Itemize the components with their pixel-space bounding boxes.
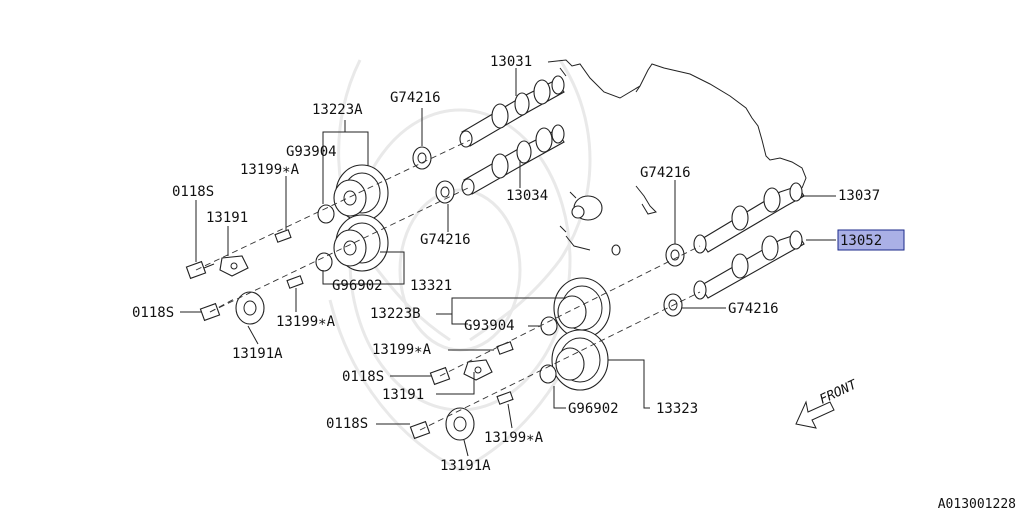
o-ring-g96902-low — [539, 364, 557, 384]
label-G74216-top[interactable]: G74216 — [390, 90, 441, 106]
label-G96902-top[interactable]: G96902 — [332, 278, 383, 294]
label-G96902-low[interactable]: G96902 — [568, 401, 619, 417]
sprocket-13323 — [551, 329, 609, 391]
oil-seal-upper-1 — [412, 146, 432, 170]
label-G93904-top[interactable]: G93904 — [286, 144, 337, 160]
sprocket-13223A — [333, 164, 389, 222]
plate-13191-2 — [463, 359, 493, 381]
camshaft-13031 — [459, 75, 565, 148]
label-13191-2[interactable]: 13191 — [382, 387, 424, 403]
bolt-13199A-1 — [274, 229, 292, 243]
label-13037[interactable]: 13037 — [838, 188, 880, 204]
highlight-13052 — [837, 229, 905, 251]
o-ring-g93904-top — [317, 204, 335, 224]
label-13031[interactable]: 13031 — [490, 54, 532, 70]
plate-13191-1 — [219, 255, 249, 277]
sprocket-13321 — [333, 214, 389, 272]
bolt-0118S-1 — [185, 260, 215, 280]
oil-seal-upper-2 — [435, 180, 455, 204]
o-ring-g96902-top — [315, 252, 333, 272]
small-parts-center — [559, 185, 657, 256]
oil-seal-right-1 — [665, 243, 685, 267]
camshaft-13052 — [693, 230, 805, 300]
assembly-axes — [195, 139, 701, 431]
label-0118S-3[interactable]: 0118S — [342, 369, 384, 385]
label-G74216-mid[interactable]: G74216 — [420, 232, 471, 248]
plate-13191A-2 — [445, 407, 475, 441]
part-labels: 13031 13223A G74216 G93904 13199∗A 0118S… — [132, 54, 882, 474]
leader-lines — [180, 68, 836, 457]
o-ring-g93904-low — [540, 316, 558, 336]
cylinder-head-outline — [547, 59, 807, 189]
label-13223A[interactable]: 13223A — [312, 102, 363, 118]
bolt-13199A-4 — [496, 391, 514, 405]
label-0118S-2[interactable]: 0118S — [132, 305, 174, 321]
sprocket-13223B — [553, 277, 611, 339]
bolt-13199A-2 — [286, 275, 304, 289]
label-0118S-4[interactable]: 0118S — [326, 416, 368, 432]
label-13191-1[interactable]: 13191 — [206, 210, 248, 226]
label-13052[interactable]: 13052 — [840, 233, 882, 249]
label-G74216-low[interactable]: G74216 — [728, 301, 779, 317]
label-13034[interactable]: 13034 — [506, 188, 548, 204]
diagram-id: A013001228 — [938, 497, 1016, 512]
front-arrow: FRONT — [795, 377, 860, 429]
label-13321[interactable]: 13321 — [410, 278, 452, 294]
label-13199A-2[interactable]: 13199∗A — [276, 314, 336, 330]
label-0118S-1[interactable]: 0118S — [172, 184, 214, 200]
camshaft-13037 — [693, 182, 805, 254]
label-13199A-top[interactable]: 13199∗A — [240, 162, 300, 178]
label-G74216-right[interactable]: G74216 — [640, 165, 691, 181]
plate-13191A-1 — [235, 291, 265, 325]
label-13199A-4[interactable]: 13199∗A — [484, 430, 544, 446]
front-label: FRONT — [817, 377, 860, 408]
label-13323[interactable]: 13323 — [656, 401, 698, 417]
label-13223B[interactable]: 13223B — [370, 306, 421, 322]
label-13191A-1[interactable]: 13191A — [232, 346, 283, 362]
label-G93904-low[interactable]: G93904 — [464, 318, 515, 334]
label-13191A-2[interactable]: 13191A — [440, 458, 491, 474]
camshaft-13034 — [461, 124, 565, 196]
label-13199A-3[interactable]: 13199∗A — [372, 342, 432, 358]
